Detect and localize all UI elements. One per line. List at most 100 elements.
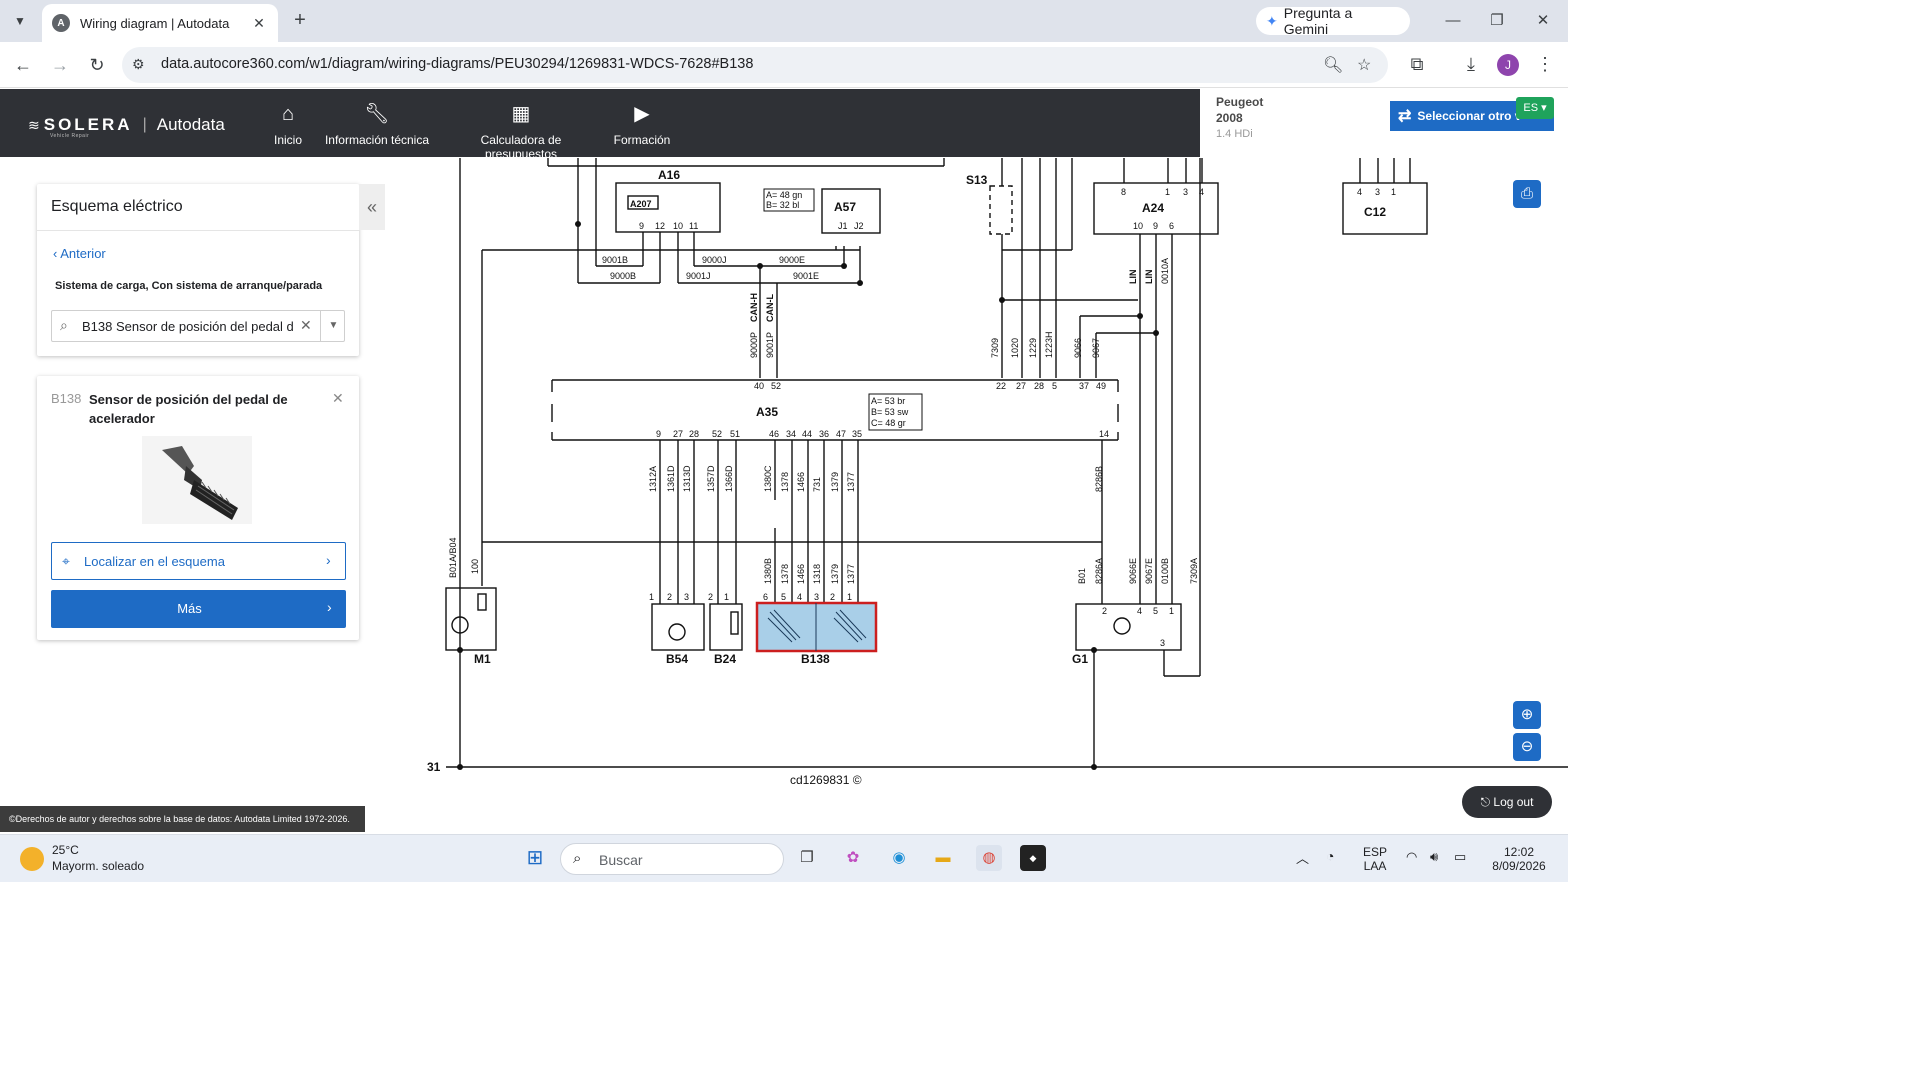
label-a35: A35 [756, 405, 778, 419]
downloads-icon[interactable]: ⤓ [1467, 54, 1475, 74]
taskbar-search[interactable]: ⌕ Buscar [560, 843, 784, 875]
browser-menu-icon[interactable]: ⋮ [1536, 54, 1554, 74]
chrome-icon[interactable]: ◍ [976, 845, 1002, 871]
bookmark-star-icon[interactable]: ☆ [1357, 57, 1372, 74]
nav-formacion[interactable]: ▶ Formación [612, 101, 672, 147]
component-name: Sensor de posición del pedal de acelerad… [89, 392, 288, 426]
site-info-icon[interactable]: ⚙ [132, 56, 145, 72]
battery-icon[interactable]: ▭ [1454, 849, 1467, 864]
pin: J1 [838, 221, 848, 231]
close-tab-icon[interactable]: ✕ [253, 14, 265, 31]
language-selector[interactable]: ES ▾ [1516, 97, 1554, 119]
file-explorer-icon[interactable]: ▬ [935, 849, 951, 866]
browser-tab[interactable]: A Wiring diagram | Autodata ✕ [42, 4, 278, 42]
pin: 4 [797, 592, 802, 602]
pin: 1 [1165, 187, 1170, 197]
wire-label: 1466 [796, 564, 806, 584]
wifi-icon[interactable]: ◠ [1406, 849, 1418, 864]
windows-start-icon[interactable]: ⊞ [526, 847, 544, 869]
print-icon[interactable]: ⎙ [1513, 180, 1541, 208]
autodata-favicon-icon: A [52, 14, 70, 32]
volume-icon[interactable]: 🔊︎ [1430, 849, 1439, 864]
more-button[interactable]: Más › [51, 590, 346, 628]
dropdown-chevron-icon[interactable]: ▼ [320, 311, 346, 341]
edge-icon[interactable]: ◉ [892, 849, 906, 866]
copilot-icon[interactable]: ✿ [846, 849, 860, 866]
reload-icon[interactable]: ↻ [89, 55, 105, 75]
brand-name: SOLERA [43, 115, 133, 134]
input-language[interactable]: ESP LAA [1358, 845, 1392, 873]
forward-arrow-icon[interactable]: → [51, 55, 69, 75]
nav-informacion-tecnica[interactable]: 🔧︎ Información técnica [322, 101, 432, 147]
wire-label-can: CAN-H [749, 293, 759, 322]
wire-label: 9000E [779, 255, 805, 265]
nav-calculadora[interactable]: ▦ Calculadora de presupuestos [444, 101, 598, 161]
zoom-in-icon[interactable]: ⊕ [1513, 701, 1541, 729]
close-card-icon[interactable]: ✕ [332, 390, 344, 406]
profile-avatar[interactable]: J [1497, 54, 1519, 76]
windows-taskbar: 25°C Mayorm. soleado ⊞ ⌕ Buscar ❐ ✿ ◉ ▬ … [0, 834, 1568, 882]
calculator-icon: ▦ [511, 103, 531, 125]
pin: 37 [1079, 381, 1089, 391]
nav-inicio[interactable]: ⌂ Inicio [270, 101, 306, 147]
language-code: ES [1523, 102, 1539, 114]
label-ground-31: 31 [427, 760, 441, 774]
app-icon[interactable]: ◆ [1020, 845, 1046, 871]
wire-label: 0010A [1160, 258, 1170, 284]
back-link[interactable]: ‹ Anterior [53, 246, 106, 261]
label-a24: A24 [1142, 201, 1164, 215]
gemini-button[interactable]: ✦ Pregunta a Gemini [1256, 5, 1410, 37]
new-tab-icon[interactable]: + [294, 9, 306, 31]
url-text[interactable]: data.autocore360.com/w1/diagram/wiring-d… [161, 56, 754, 72]
wire-label: 1380B [763, 558, 773, 584]
a35-color-b: B= 53 sw [871, 407, 909, 417]
locate-in-diagram-button[interactable]: ⌖ Localizar en el esquema › [51, 542, 346, 580]
search-icon: ⌕ [573, 850, 582, 867]
nav-label: Inicio [273, 133, 302, 147]
diagram-reference: cd1269831 © [790, 773, 862, 787]
wire-label: 1313D [682, 465, 692, 492]
pin: 9 [656, 429, 661, 439]
label-b138: B138 [801, 652, 830, 666]
logout-button[interactable]: ⎋ Log out [1462, 786, 1552, 818]
extensions-icon[interactable]: ⧉ [1410, 54, 1424, 74]
label-a57: A57 [834, 200, 856, 214]
chevron-right-icon: › [327, 599, 332, 615]
swap-arrows-icon: ⇄ [1398, 108, 1412, 125]
zoom-out-icon[interactable]: ⊖ [1513, 733, 1541, 761]
wire-label: 1466 [796, 472, 806, 492]
zoom-icon[interactable]: 🔍︎ [1323, 57, 1344, 74]
omnibox[interactable]: ⚙ data.autocore360.com/w1/diagram/wiring… [122, 47, 1388, 83]
brand-subtitle: Vehicle Repair [50, 133, 90, 139]
restore-icon[interactable]: ❐ [1490, 12, 1504, 29]
clear-search-icon[interactable]: ✕ [300, 317, 312, 333]
minimize-icon[interactable]: — [1445, 12, 1461, 29]
wire-label: 9001P [765, 332, 775, 358]
collapse-panel-icon[interactable]: « [359, 184, 385, 230]
solera-logo[interactable]: ≋ SOLERA Vehicle Repair | Autodata [28, 115, 225, 139]
close-window-icon[interactable]: ✕ [1536, 12, 1550, 29]
component-search[interactable]: ⌕ ✕ ▼ [51, 310, 345, 342]
wire-label: 1318 [812, 564, 822, 584]
wiring-diagram[interactable]: A16 A57 S13 A24 C12 A35 M1 B54 B24 B138 … [380, 158, 1568, 832]
nav-label: Formación [613, 133, 671, 147]
back-arrow-icon[interactable]: ← [14, 55, 32, 75]
pin: 1 [649, 592, 654, 602]
network-activity-icon[interactable]: ◔ [1326, 848, 1335, 864]
weather-condition: Mayorm. soleado [52, 859, 145, 873]
label-a16: A16 [658, 168, 680, 182]
nav-label: Calculadora de presupuestos [480, 133, 562, 161]
component-search-input[interactable] [82, 316, 294, 336]
pin: 4 [1137, 606, 1142, 616]
target-icon: ⌖ [62, 553, 70, 569]
wire-label: 9001B [602, 255, 628, 265]
weather-temperature: 25°C [52, 843, 79, 857]
tab-search-chevron-icon[interactable]: ▼ [14, 14, 26, 28]
task-view-icon[interactable]: ❐ [800, 849, 814, 866]
clock[interactable]: 12:02 8/09/2026 [1484, 845, 1554, 873]
pin: 3 [1375, 187, 1380, 197]
pin: 27 [673, 429, 683, 439]
wire-label: 7309 [990, 338, 1000, 358]
tray-chevron-icon[interactable]: ︿ [1296, 851, 1310, 866]
wire-label: 9066E [1128, 558, 1138, 584]
